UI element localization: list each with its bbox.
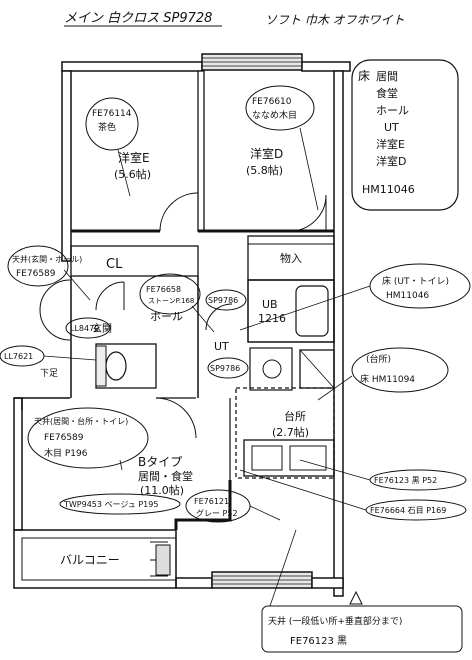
room-closet: CL (106, 257, 123, 272)
room-balcony: バルコニー (60, 553, 120, 567)
walls (13, 53, 351, 597)
room-shoe: 下足 (40, 368, 58, 379)
note-fe76610-code: FE76610 (252, 97, 292, 107)
note-fe76121-code: FE76121 (194, 497, 229, 506)
room-western-e-name: 洋室E (118, 150, 150, 165)
note-ceiling-bottom-label: 天井 (一段低い所+垂直部分まで) (268, 615, 402, 627)
note-twp: TWP9453 ベージュ P195 (63, 500, 158, 509)
room-hall: ホール (150, 310, 183, 323)
room-labels: 洋室E (5.6帖) 洋室D (5.8帖) CL 物入 ホール 玄関 UB 12… (40, 146, 309, 567)
room-western-d-name: 洋室D (250, 146, 283, 161)
note-ceiling-entrance-code: FE76589 (16, 269, 56, 279)
legend-item: 洋室D (376, 154, 406, 168)
partitions (21, 70, 335, 530)
compass-icon (349, 590, 363, 605)
note-fe76610-desc: ななめ木目 (252, 109, 297, 121)
note-ll8470: LL8470 (70, 324, 99, 333)
legend-item: 床 (358, 69, 370, 83)
legend-code: HM11046 (362, 183, 415, 196)
note-fe76658-desc: ストーンP.168 (148, 297, 194, 305)
room-entrance: 玄関 (92, 322, 112, 335)
room-living-name: 居間・食堂 (138, 469, 193, 483)
legend-item: UT (384, 121, 399, 134)
legend-item: 居間 (376, 70, 398, 83)
room-western-d-size: (5.8帖) (246, 164, 283, 177)
note-ceiling-living-desc: 木目 P196 (44, 447, 88, 459)
room-western-e-size: (5.6帖) (114, 168, 151, 181)
room-living-size: (11.0帖) (140, 484, 184, 497)
room-storage: 物入 (280, 251, 302, 265)
room-ub-name: UB (262, 298, 278, 311)
header: メイン 白クロス SP9728 ソフト 巾木 オフホワイト (64, 11, 405, 27)
header-subtitle: ソフト 巾木 オフホワイト (265, 13, 405, 27)
note-ceiling-bottom-code: FE76123 黒 (290, 635, 347, 647)
legend-item: 食堂 (376, 86, 398, 100)
note-floor-ut-label: 床 (UT・トイレ) (382, 275, 449, 287)
note-sp9786-a: SP9786 (208, 296, 238, 305)
header-title: メイン 白クロス SP9728 (64, 11, 212, 26)
note-ceiling-living-code: FE76589 (44, 433, 84, 443)
note-fe76658-code: FE76658 (146, 285, 181, 294)
floor-legend-box: 床 居間 食堂 ホール UT 洋室E 洋室D HM11046 (351, 59, 459, 211)
note-ll7621: LL7621 (4, 352, 33, 361)
room-ut: UT (214, 340, 229, 353)
note-fe76121-desc: グレー P52 (196, 508, 238, 518)
note-sp9786-b: SP9786 (210, 364, 240, 373)
room-ub-size: 1216 (258, 312, 286, 325)
note-floor-kitchen-label: (台所) (366, 353, 391, 365)
note-fe76114-color: 茶色 (98, 121, 116, 133)
annotation-text: FE76114 茶色 FE76610 ななめ木目 天井(玄関・ホール) FE76… (4, 97, 449, 647)
room-kitchen-size: (2.7帖) (272, 426, 309, 439)
legend-item: 洋室E (376, 137, 405, 151)
note-floor-kitchen-code: 床 HM11094 (360, 373, 415, 385)
room-kitchen-name: 台所 (284, 409, 306, 423)
note-fe76123: FE76123 黒 P52 (374, 476, 437, 485)
note-ceiling-entrance-label: 天井(玄関・ホール) (12, 254, 82, 264)
legend-item: ホール (376, 104, 409, 117)
annotations (0, 85, 471, 653)
note-fe76664: FE76664 石目 P169 (370, 506, 446, 515)
note-floor-ut-code: HM11046 (386, 291, 429, 301)
note-ceiling-living-label: 天井(居間・台所・トイレ) (34, 416, 128, 426)
note-fe76114-code: FE76114 (92, 109, 132, 119)
room-living-type: Bタイプ (138, 455, 182, 469)
